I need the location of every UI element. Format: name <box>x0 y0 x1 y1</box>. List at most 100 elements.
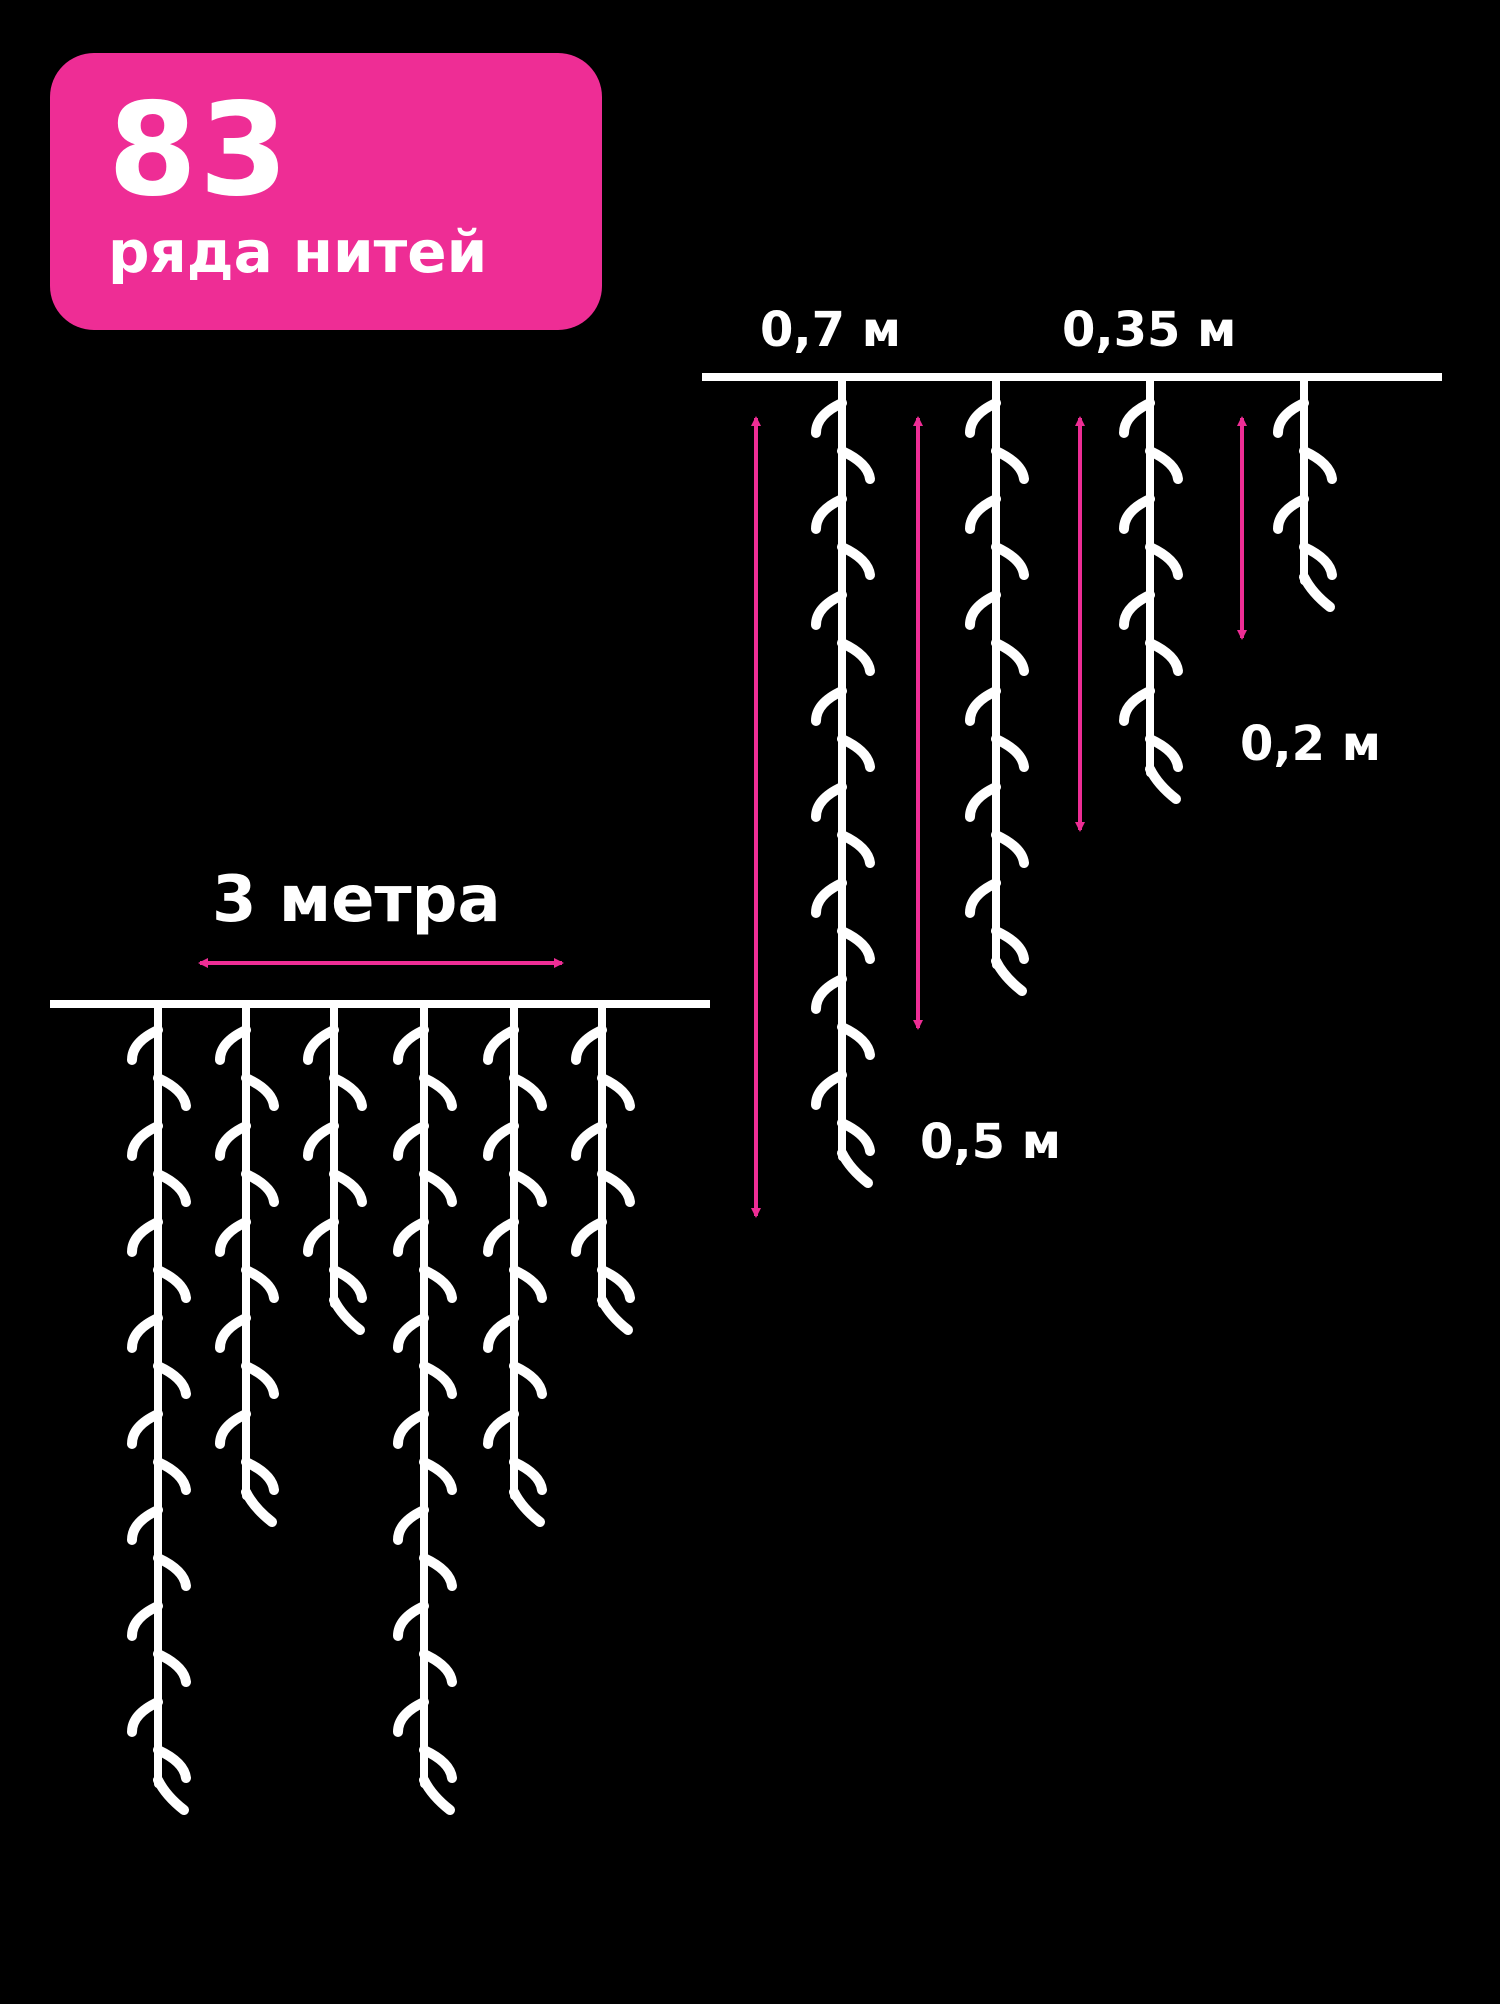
strand-length-illustration <box>702 373 1442 1188</box>
bulb <box>127 1409 163 1449</box>
bulb <box>837 542 875 580</box>
length-label-0-5: 0,5 м <box>920 1114 1061 1170</box>
bulb <box>965 494 1001 534</box>
bulb <box>811 878 847 918</box>
bulb <box>965 878 1001 918</box>
bulb <box>215 1313 251 1353</box>
bulb <box>991 830 1029 868</box>
bulb <box>837 638 875 676</box>
bulb <box>329 1169 367 1207</box>
bulb <box>241 1073 279 1111</box>
bulb <box>241 1457 279 1495</box>
bulb <box>303 1121 339 1161</box>
bulb <box>215 1217 251 1257</box>
curtain-illustration <box>50 1000 710 1815</box>
bulb <box>1145 542 1183 580</box>
bulb <box>1145 638 1183 676</box>
bulb <box>965 398 1001 438</box>
bulb <box>329 1073 367 1111</box>
bulb <box>1299 572 1335 612</box>
curtain-strand <box>303 1000 367 1335</box>
bulb <box>965 590 1001 630</box>
bulb <box>483 1025 519 1065</box>
bulb <box>837 1118 875 1156</box>
bulb <box>153 1457 191 1495</box>
bulb <box>811 398 847 438</box>
bulb <box>1119 398 1155 438</box>
bulb <box>153 1169 191 1207</box>
bulb <box>837 1148 873 1188</box>
bulb <box>483 1121 519 1161</box>
bulb <box>153 1649 191 1687</box>
bulb <box>419 1073 457 1111</box>
bulb <box>393 1217 429 1257</box>
bulb <box>965 686 1001 726</box>
bulb <box>597 1073 635 1111</box>
bulb <box>837 830 875 868</box>
bulb <box>991 638 1029 676</box>
bulb <box>811 494 847 534</box>
row-count-number: 83 <box>108 76 291 225</box>
bulb <box>1119 494 1155 534</box>
length-label-0-35: 0,35 м <box>1062 302 1237 358</box>
bulb <box>965 782 1001 822</box>
bulb <box>837 1022 875 1060</box>
detail-strand <box>811 373 875 1188</box>
bulb <box>837 446 875 484</box>
bulb <box>215 1409 251 1449</box>
bulb <box>991 542 1029 580</box>
bulb <box>153 1775 189 1815</box>
bulb <box>215 1121 251 1161</box>
bulb <box>1299 542 1337 580</box>
bulb <box>571 1121 607 1161</box>
bulb <box>509 1265 547 1303</box>
curtain-strand <box>215 1000 279 1527</box>
bulb <box>419 1745 457 1783</box>
bulb <box>127 1505 163 1545</box>
bulb <box>571 1025 607 1065</box>
bulb <box>241 1169 279 1207</box>
bulb <box>393 1697 429 1737</box>
curtain-strand <box>483 1000 547 1527</box>
bulb <box>1119 686 1155 726</box>
curtain-strand <box>571 1000 635 1335</box>
length-label-0-7: 0,7 м <box>760 302 901 358</box>
bulb <box>991 926 1029 964</box>
dimension-arrows <box>198 416 1247 1218</box>
bulb <box>991 734 1029 772</box>
bulb <box>393 1121 429 1161</box>
bulb <box>419 1553 457 1591</box>
bulb <box>509 1169 547 1207</box>
bulb <box>811 1070 847 1110</box>
bulb <box>419 1457 457 1495</box>
bulb <box>509 1487 545 1527</box>
bulb <box>1119 590 1155 630</box>
bulb <box>483 1409 519 1449</box>
curtain-strand <box>127 1000 191 1815</box>
bulb <box>509 1457 547 1495</box>
bulb <box>329 1295 365 1335</box>
bulb <box>483 1217 519 1257</box>
bulb <box>571 1217 607 1257</box>
row-count-caption: ряда нитей <box>108 218 488 286</box>
bulb <box>127 1217 163 1257</box>
detail-strand <box>1273 373 1337 612</box>
bulb <box>811 590 847 630</box>
bulb <box>991 446 1029 484</box>
bulb <box>597 1169 635 1207</box>
bulb <box>153 1553 191 1591</box>
bulb <box>393 1505 429 1545</box>
bulb <box>419 1361 457 1399</box>
bulb <box>153 1745 191 1783</box>
bulb <box>393 1313 429 1353</box>
bulb <box>509 1361 547 1399</box>
bulb <box>127 1313 163 1353</box>
bulb <box>127 1601 163 1641</box>
bulb <box>811 686 847 726</box>
bulb <box>303 1217 339 1257</box>
bulb <box>1145 734 1183 772</box>
bulb <box>991 956 1027 996</box>
bulb <box>127 1697 163 1737</box>
